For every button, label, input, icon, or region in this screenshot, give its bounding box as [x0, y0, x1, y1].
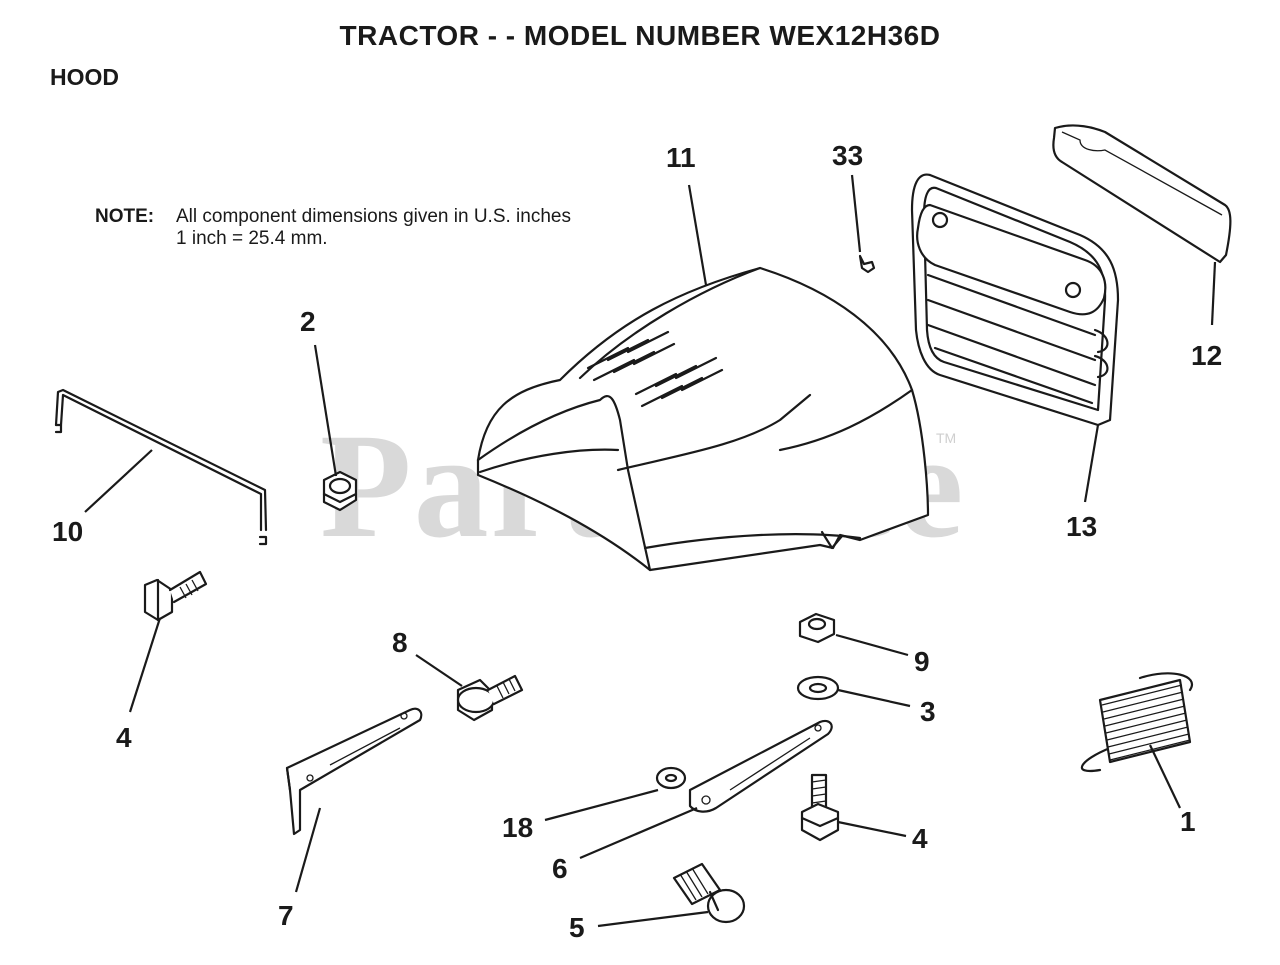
diagram-title: TRACTOR - - MODEL NUMBER WEX12H36D [339, 20, 941, 51]
rod-part [54, 388, 268, 546]
callout-5: 5 [569, 912, 585, 943]
washer-part-3 [796, 675, 840, 701]
nut-part-2 [322, 470, 358, 512]
note-line-1: All component dimensions given in U.S. i… [176, 206, 571, 227]
callout-18: 18 [502, 812, 534, 843]
callout-12: 12 [1191, 340, 1223, 371]
note-label: NOTE: [95, 206, 155, 227]
bolt-part-5 [672, 862, 746, 924]
bolt-part-8 [456, 674, 524, 722]
spring-part-1 [1080, 672, 1193, 773]
callout-1: 1 [1180, 806, 1196, 837]
washer-part-18 [655, 766, 687, 790]
bracket-part-6 [688, 719, 833, 813]
callout-33: 33 [832, 140, 864, 171]
emblem-plate-part [1052, 124, 1232, 264]
callout-8: 8 [392, 627, 408, 658]
callout-7: 7 [278, 900, 294, 931]
screw-part-33 [858, 254, 876, 274]
note-line-2: 1 inch = 25.4 mm. [176, 228, 328, 249]
callout-4-left: 4 [116, 722, 132, 753]
callout-11: 11 [666, 142, 696, 173]
hood-part [476, 266, 930, 572]
section-label: HOOD [50, 64, 119, 90]
callout-6: 6 [552, 853, 568, 884]
callout-9: 9 [914, 646, 930, 677]
callout-2: 2 [300, 306, 316, 337]
grille-part [910, 173, 1120, 427]
callout-4-right: 4 [912, 823, 928, 854]
callout-13: 13 [1066, 511, 1098, 542]
watermark-trademark: TM [936, 430, 957, 446]
callout-3: 3 [920, 696, 936, 727]
note-text: All component dimensions given in U.S. i… [176, 206, 571, 250]
bolt-part-4-right [800, 773, 840, 842]
nut-part-9 [798, 612, 836, 644]
callout-10: 10 [52, 516, 84, 547]
bolt-part-4-left [143, 570, 208, 622]
bracket-part-7 [285, 707, 423, 836]
leader-lines [84, 174, 1217, 928]
